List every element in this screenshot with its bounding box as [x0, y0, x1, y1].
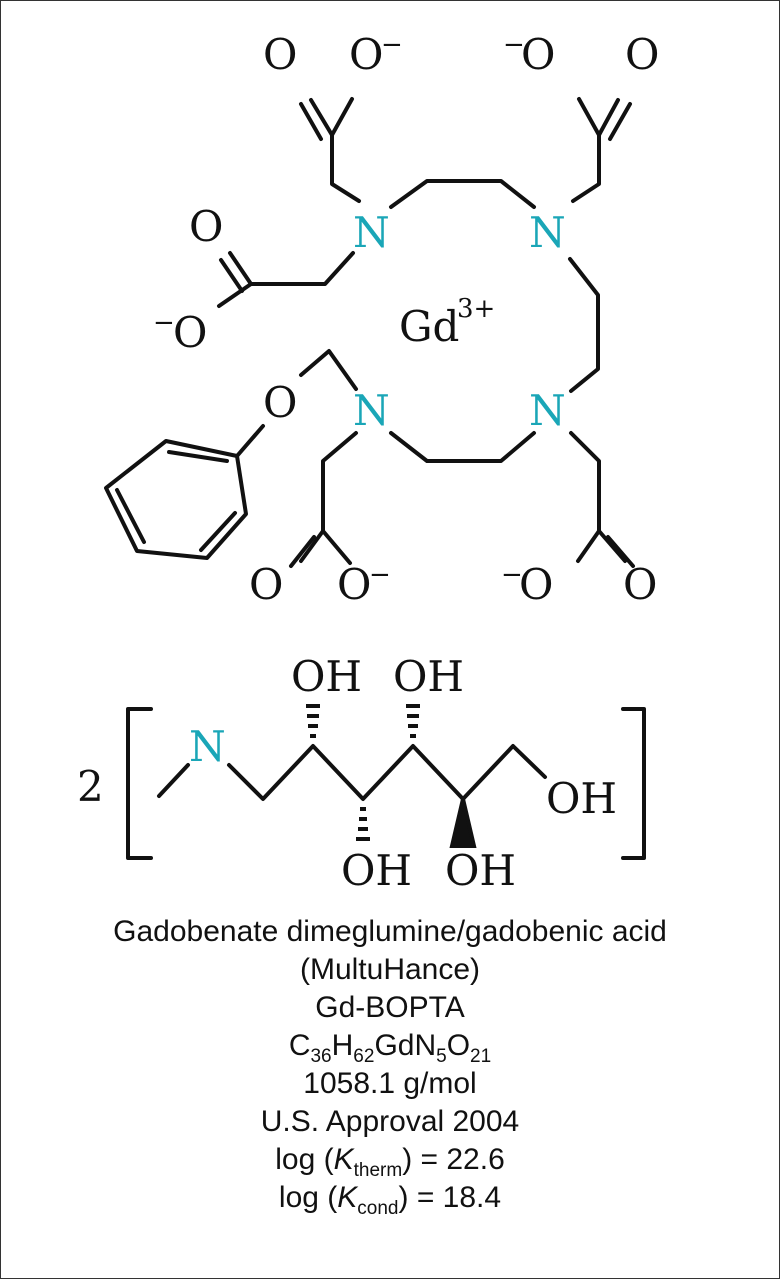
bonds	[104, 97, 646, 860]
hydroxyl-group: OH	[291, 652, 362, 701]
bond	[157, 763, 190, 798]
bond	[219, 258, 244, 293]
meglumine-coefficient: 2	[77, 762, 104, 811]
charge-minus: −	[381, 30, 403, 60]
bond	[299, 431, 358, 563]
molar-mass: 1058.1 g/mol	[303, 1067, 477, 1100]
bond	[321, 529, 352, 565]
bond	[309, 98, 361, 203]
bond	[577, 97, 601, 137]
stereo-wedges	[306, 704, 477, 848]
bond	[104, 439, 248, 560]
abbreviation: Gd-BOPTA	[315, 991, 465, 1024]
bond	[389, 431, 536, 463]
compound-name: Gadobenate dimeglumine/gadobenic acid	[113, 915, 667, 948]
charge-minus: −	[501, 560, 523, 590]
charge-minus: −	[369, 560, 391, 590]
bond	[571, 98, 620, 203]
bond	[167, 450, 229, 463]
atom-o: O	[625, 30, 659, 79]
charge-minus: −	[153, 308, 175, 338]
hydroxyl-group: OH	[341, 846, 412, 895]
atom-o: O	[189, 202, 223, 251]
atom-o: O	[337, 560, 371, 609]
hydroxyl-group: OH	[546, 774, 617, 823]
bond	[608, 102, 632, 141]
atom-n: N	[529, 386, 566, 435]
bond	[606, 535, 635, 568]
log-k-cond: log (Kcond) = 18.4	[278, 1181, 502, 1219]
atom-o: O	[519, 560, 553, 609]
atom-o: O	[263, 30, 297, 79]
atom-n: N	[189, 722, 226, 771]
bond	[299, 102, 323, 141]
atom-o-ether: O	[263, 378, 297, 427]
atom-o: O	[349, 30, 383, 79]
bond	[227, 744, 547, 801]
atom-o: O	[521, 30, 555, 79]
atom-o: O	[249, 560, 283, 609]
atom-n: N	[353, 208, 390, 257]
bracket-left	[126, 707, 153, 860]
atom-labels: O O − − O O O − O N N N N Gd 3+ O O O − …	[77, 30, 659, 895]
molecular-formula: C36H62GdN5O21	[288, 1029, 492, 1067]
bond	[228, 251, 253, 286]
hashed-wedge	[306, 704, 320, 738]
atom-o: O	[173, 308, 207, 357]
bond	[235, 424, 265, 458]
bond	[289, 535, 316, 568]
bond	[217, 251, 355, 308]
hydroxyl-group: OH	[445, 846, 516, 895]
brand-name: (MultuHance)	[299, 953, 481, 986]
hydroxyl-group: OH	[393, 652, 464, 701]
gadolinium-charge: 3+	[457, 294, 495, 324]
bond	[330, 97, 354, 137]
approval-year: U.S. Approval 2004	[260, 1105, 520, 1138]
bond	[568, 257, 600, 393]
bond	[199, 511, 237, 552]
bond	[569, 431, 601, 563]
compound-caption: Gadobenate dimeglumine/gadobenic acid (M…	[1, 913, 779, 1219]
atom-o: O	[623, 560, 657, 609]
gadolinium-ion: Gd	[399, 302, 459, 351]
atom-n: N	[529, 208, 566, 257]
charge-minus: −	[503, 30, 525, 60]
bond	[115, 488, 146, 544]
bond	[299, 349, 358, 391]
hashed-wedge	[406, 704, 420, 738]
gd-bopta-structure: O O − − O O O − O N N N N Gd 3+ O O O − …	[77, 30, 659, 895]
hashed-wedge	[356, 807, 370, 841]
log-k-therm: log (Ktherm) = 22.6	[275, 1143, 505, 1181]
bond	[597, 529, 627, 563]
bond	[389, 179, 536, 209]
atom-n: N	[353, 386, 390, 435]
bracket-right	[621, 707, 646, 860]
solid-wedge	[449, 798, 477, 848]
